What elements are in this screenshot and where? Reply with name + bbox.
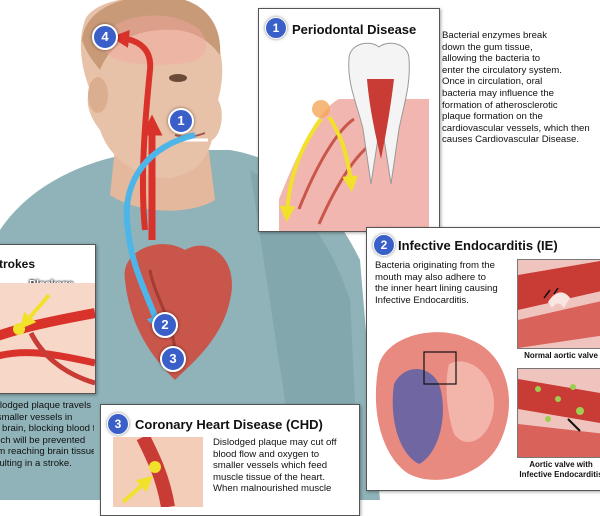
ear-shape [88, 77, 108, 113]
marker-1: 1 [168, 108, 194, 134]
tooth-illustration [279, 42, 429, 231]
marker-4: 4 [92, 24, 118, 50]
chd-title: Coronary Heart Disease (CHD) [135, 417, 323, 432]
periodontal-title: Periodontal Disease [292, 22, 417, 37]
periodontal-description: Bacterial enzymes break down the gum tis… [442, 30, 590, 146]
chd-panel: 3 Coronary Heart Disease (CHD) Dislodged… [100, 404, 360, 516]
strokes-title: Strokes [0, 257, 36, 271]
heart-cross-section [375, 332, 509, 480]
endocarditis-number-badge: 2 [373, 234, 395, 256]
artery-arrow-to-brain [111, 29, 154, 231]
normal-valve-caption: Normal aortic valve [524, 351, 598, 360]
endocarditis-panel: 2 Infective Endocarditis (IE) Bacteria o… [366, 227, 600, 491]
hair-shape [82, 0, 221, 70]
periodontal-number-badge: 1 [265, 17, 287, 39]
strokes-description: Dislodged plaque travels to smaller vess… [0, 400, 94, 469]
endocarditis-description: Bacteria originating from the mouth may … [375, 260, 498, 306]
chd-number-badge: 3 [107, 413, 129, 435]
blood-vessel-blockage [0, 283, 95, 393]
periodontal-panel: 1 Periodontal Disease [258, 8, 440, 232]
illustration [0, 0, 380, 500]
strokes-panel: Strokes Blockage [0, 244, 96, 394]
chd-description: Dislodged plaque may cut off blood flow … [213, 437, 337, 495]
brain-shape [102, 15, 207, 65]
marker-2: 2 [152, 312, 178, 338]
endocarditis-title: Infective Endocarditis (IE) [398, 238, 558, 253]
bacteria-arrow-to-heart [123, 132, 196, 334]
infected-valve-caption: Aortic valve with Infective Endocarditis [519, 460, 600, 479]
marker-3: 3 [160, 346, 186, 372]
eye-shape [169, 74, 187, 82]
infected-valve-image [517, 368, 600, 458]
normal-valve-image [517, 259, 600, 349]
coronary-artery-illustration [113, 437, 203, 507]
